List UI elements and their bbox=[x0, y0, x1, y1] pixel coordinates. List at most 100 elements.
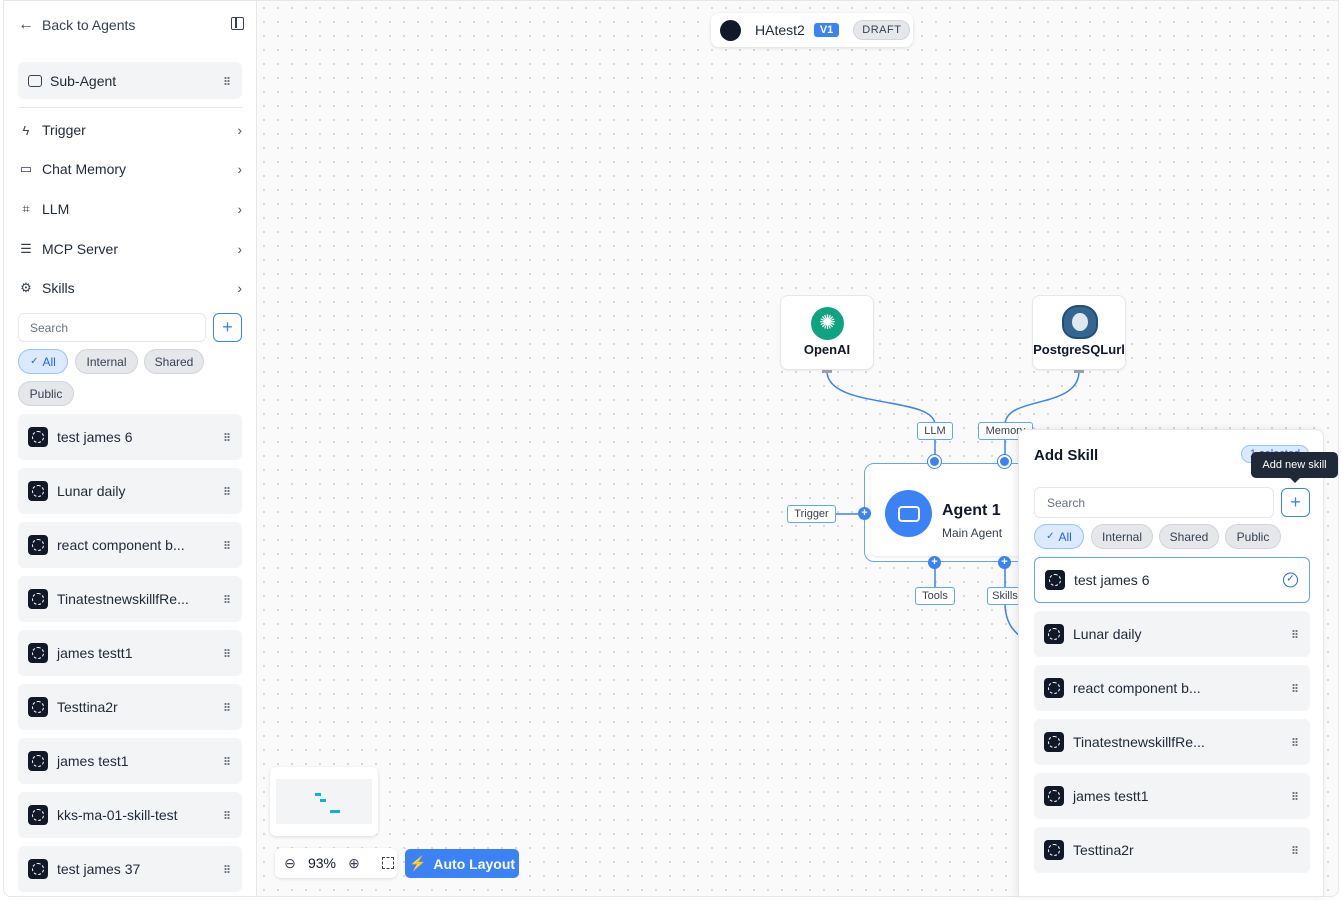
search-placeholder: Search bbox=[30, 320, 69, 335]
drag-handle-icon[interactable] bbox=[1292, 629, 1298, 639]
skill-list-item[interactable]: test james 37 bbox=[18, 846, 242, 892]
skill-name: test james 6 bbox=[1074, 572, 1150, 588]
drag-handle-icon[interactable] bbox=[224, 594, 230, 604]
node-label: OpenAI bbox=[803, 342, 851, 357]
skill-name: james testt1 bbox=[57, 645, 133, 661]
drag-handle-icon[interactable] bbox=[224, 702, 230, 712]
drag-handle-icon[interactable] bbox=[1292, 683, 1298, 693]
drag-handle-icon[interactable] bbox=[224, 810, 230, 820]
drag-handle-icon[interactable] bbox=[224, 486, 230, 496]
sidebar-item-llm[interactable]: ⌗ LLM › bbox=[18, 197, 242, 221]
skill-name: james testt1 bbox=[1073, 788, 1149, 804]
search-placeholder: Search bbox=[1047, 495, 1086, 510]
zoom-out-icon[interactable]: ⊖ bbox=[284, 854, 296, 871]
minimap-viewport bbox=[276, 779, 372, 824]
panel-skill-item[interactable]: TinatestnewskillfRe... bbox=[1034, 719, 1310, 765]
drag-handle-icon[interactable] bbox=[224, 648, 230, 658]
panel-title: Add Skill bbox=[1034, 447, 1099, 464]
panel-search-input[interactable]: Search bbox=[1034, 487, 1274, 518]
add-new-skill-button[interactable]: + bbox=[1281, 488, 1310, 517]
skills-add-icon[interactable]: + bbox=[998, 556, 1011, 569]
version-badge[interactable]: V1 bbox=[813, 23, 840, 37]
sidebar-item-skills[interactable]: ⚙ Skills › bbox=[18, 276, 242, 300]
drag-handle-icon[interactable] bbox=[224, 432, 230, 442]
skill-name: Testtina2r bbox=[57, 699, 118, 715]
openai-node[interactable]: ✺ OpenAI bbox=[780, 295, 874, 370]
memory-port-dot[interactable] bbox=[998, 455, 1011, 468]
drag-handle-icon[interactable] bbox=[224, 756, 230, 766]
sub-agent-item[interactable]: Sub-Agent bbox=[18, 62, 242, 99]
skill-name: react component b... bbox=[1073, 680, 1201, 696]
add-skill-button[interactable]: + bbox=[213, 313, 242, 342]
skill-list-item[interactable]: kks-ma-01-skill-test bbox=[18, 792, 242, 838]
skill-name: james test1 bbox=[57, 753, 129, 769]
sub-agent-label: Sub-Agent bbox=[50, 72, 117, 89]
divider bbox=[18, 107, 242, 108]
sidebar-item-trigger[interactable]: ϟ Trigger › bbox=[18, 118, 242, 142]
skill-icon bbox=[1044, 732, 1064, 752]
panel-skill-item[interactable]: james testt1 bbox=[1034, 773, 1310, 819]
filter-chip-label: All bbox=[1058, 529, 1072, 544]
sidebar-toggle-icon[interactable] bbox=[231, 17, 244, 30]
panel-filter-all[interactable]: ✓ All bbox=[1034, 524, 1084, 549]
sidebar-item-chat-memory[interactable]: ▭ Chat Memory › bbox=[18, 157, 242, 181]
skill-list-item[interactable]: james test1 bbox=[18, 738, 242, 784]
skill-list-item[interactable]: james testt1 bbox=[18, 630, 242, 676]
tools-add-icon[interactable]: + bbox=[928, 556, 941, 569]
auto-layout-button[interactable]: ⚡ Auto Layout bbox=[405, 849, 519, 878]
fit-view-button[interactable] bbox=[377, 852, 399, 874]
skill-name: test james 6 bbox=[57, 429, 133, 445]
filter-chip-public[interactable]: Public bbox=[18, 381, 74, 406]
drag-handle-icon[interactable] bbox=[1292, 845, 1298, 855]
skill-list-item[interactable]: react component b... bbox=[18, 522, 242, 568]
drag-handle-icon[interactable] bbox=[224, 76, 230, 85]
skill-list-item[interactable]: TinatestnewskillfRe... bbox=[18, 576, 242, 622]
drag-handle-icon[interactable] bbox=[1292, 791, 1298, 801]
drag-handle-icon[interactable] bbox=[224, 864, 230, 874]
postgres-node[interactable]: PostgreSQLurl bbox=[1032, 295, 1126, 370]
status-badge: DRAFT bbox=[853, 20, 911, 40]
skill-name: Lunar daily bbox=[1073, 626, 1142, 642]
skill-icon bbox=[28, 427, 48, 447]
panel-skill-item[interactable]: test james 6 ✓ bbox=[1034, 557, 1310, 603]
back-to-agents-link[interactable]: ← Back to Agents bbox=[18, 13, 244, 37]
lightning-icon: ϟ bbox=[22, 122, 30, 138]
chevron-right-icon: › bbox=[237, 161, 242, 177]
skill-list-item[interactable]: Lunar daily bbox=[18, 468, 242, 514]
zoom-in-icon[interactable]: ⊕ bbox=[348, 854, 360, 871]
panel-filter-internal[interactable]: Internal bbox=[1091, 524, 1153, 549]
skill-list-item[interactable]: test james 6 bbox=[18, 414, 242, 460]
llm-port-label: LLM bbox=[917, 422, 953, 440]
panel-skill-item[interactable]: react component b... bbox=[1034, 665, 1310, 711]
chevron-right-icon: › bbox=[237, 241, 242, 257]
filter-chip-internal[interactable]: Internal bbox=[75, 349, 138, 374]
skill-list-item[interactable]: Testtina2r bbox=[18, 684, 242, 730]
sidebar-item-mcp-server[interactable]: ☰ MCP Server › bbox=[18, 237, 242, 261]
back-label: Back to Agents bbox=[42, 17, 136, 33]
filter-chip-shared[interactable]: Shared bbox=[144, 349, 204, 374]
skill-name: Lunar daily bbox=[57, 483, 126, 499]
minimap[interactable] bbox=[270, 767, 378, 836]
fullscreen-icon bbox=[382, 857, 394, 869]
panel-skill-item[interactable]: Testtina2r bbox=[1034, 827, 1310, 873]
agent-subtitle: Main Agent bbox=[942, 526, 1003, 540]
panel-skill-item[interactable]: Lunar daily bbox=[1034, 611, 1310, 657]
check-icon: ✓ bbox=[1046, 531, 1055, 542]
llm-icon: ⌗ bbox=[22, 201, 30, 216]
skill-name: test james 37 bbox=[57, 861, 141, 877]
trigger-add-icon[interactable]: + bbox=[858, 507, 871, 520]
sidebar-item-label: Chat Memory bbox=[42, 161, 127, 177]
drag-handle-icon[interactable] bbox=[224, 540, 230, 550]
filter-chip-all[interactable]: ✓ All bbox=[18, 349, 68, 374]
node-label: PostgreSQLurl bbox=[1033, 342, 1125, 357]
filter-chip-label: Internal bbox=[1101, 529, 1143, 544]
drag-handle-icon[interactable] bbox=[1292, 737, 1298, 747]
panel-filter-shared[interactable]: Shared bbox=[1159, 524, 1219, 549]
zoom-controls: ⊖ 93% ⊕ bbox=[275, 848, 397, 878]
skill-search-input[interactable]: Search bbox=[18, 313, 206, 342]
agent-name: HAtest2 bbox=[755, 22, 805, 38]
skill-name: react component b... bbox=[57, 537, 185, 553]
chat-icon: ▭ bbox=[19, 161, 33, 176]
panel-filter-public[interactable]: Public bbox=[1225, 524, 1281, 549]
llm-port-dot[interactable] bbox=[928, 455, 941, 468]
